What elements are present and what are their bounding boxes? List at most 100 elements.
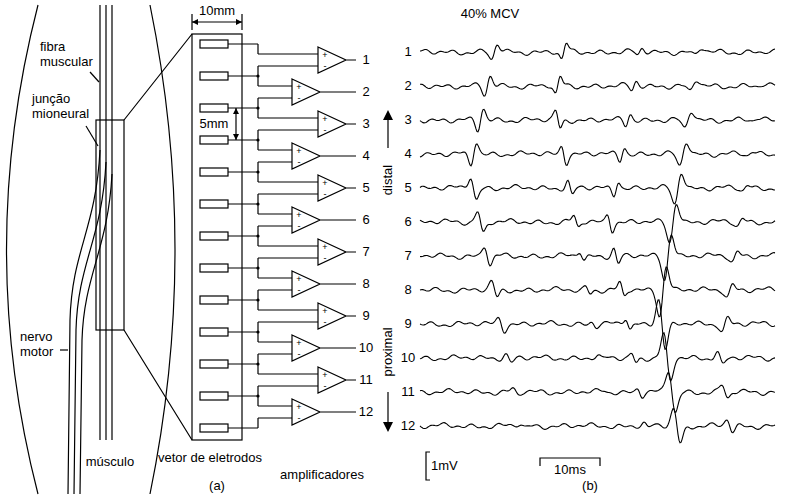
amplifier-symbol <box>292 79 356 105</box>
channel-number: 7 <box>404 249 411 264</box>
polarity-sign: + <box>322 178 327 188</box>
wire <box>228 162 318 182</box>
channel-number: 3 <box>404 113 411 128</box>
leader-line <box>60 349 68 350</box>
part-label: vetor de eletrodos <box>158 451 262 466</box>
emg-trace <box>420 300 775 349</box>
part-label: nervo motor <box>20 330 66 360</box>
emg-trace <box>420 205 775 243</box>
dimension-label: 10mm <box>199 4 235 19</box>
channel-number: 5 <box>404 181 411 196</box>
wire <box>228 98 318 118</box>
scale-bar <box>426 452 430 480</box>
polarity-sign: + <box>322 114 327 124</box>
output-number: 6 <box>362 213 369 228</box>
polarity-sign: + <box>296 146 301 156</box>
electrode <box>200 392 228 400</box>
polarity-sign: + <box>322 50 327 60</box>
emg-trace <box>420 76 775 96</box>
output-number: 4 <box>362 149 369 164</box>
junction-dot <box>256 170 259 173</box>
emg-trace <box>420 235 775 280</box>
channel-number: 9 <box>404 317 411 332</box>
part-label: amplificadores <box>280 468 364 483</box>
panel-label: (a) <box>209 479 225 494</box>
panel-label: (b) <box>582 479 598 494</box>
electrode <box>200 264 228 272</box>
wire <box>228 194 318 214</box>
output-number: 12 <box>359 405 373 420</box>
leader-line <box>86 126 98 146</box>
amplifier-symbol <box>292 271 356 297</box>
output-number: 7 <box>362 245 369 260</box>
electrode <box>200 360 228 368</box>
polarity-sign: + <box>296 338 301 348</box>
polarity-sign: + <box>296 274 301 284</box>
channel-number: 8 <box>404 283 411 298</box>
polarity-sign: - <box>324 381 327 391</box>
polarity-sign: - <box>298 221 301 231</box>
wire <box>228 130 318 150</box>
polarity-sign: - <box>298 413 301 423</box>
electrode <box>200 40 228 48</box>
polarity-sign: - <box>324 189 327 199</box>
channel-number: 6 <box>404 215 411 230</box>
direction-label: distal <box>381 165 396 195</box>
output-number: 2 <box>362 85 369 100</box>
junction-dot <box>256 330 259 333</box>
polarity-sign: + <box>322 370 327 380</box>
electrode <box>200 136 228 144</box>
junction-dot <box>256 362 259 365</box>
arrowhead <box>233 108 239 140</box>
electrode <box>200 232 228 240</box>
polarity-sign: - <box>324 61 327 71</box>
amplifier-symbol <box>318 239 356 265</box>
emg-trace <box>420 373 775 413</box>
junction-dot <box>256 298 259 301</box>
wire <box>228 66 318 86</box>
amplifier-symbol <box>292 335 356 361</box>
amplifier-symbol <box>292 143 356 169</box>
scale-label: 1mV <box>431 459 458 474</box>
wire <box>228 386 318 406</box>
polarity-sign: + <box>322 242 327 252</box>
channel-number: 4 <box>404 147 411 162</box>
part-label: fibra muscular <box>40 40 98 70</box>
emg-trace <box>420 174 775 203</box>
amplifier-symbol <box>318 367 356 393</box>
electrode <box>200 104 228 112</box>
amplifier-symbol <box>318 303 356 329</box>
polarity-sign: - <box>298 285 301 295</box>
polarity-sign: + <box>322 306 327 316</box>
output-number: 3 <box>362 117 369 132</box>
electrode <box>200 200 228 208</box>
output-number: 9 <box>362 309 369 324</box>
output-number: 1 <box>362 53 369 68</box>
junction-dot <box>256 394 259 397</box>
direction-arrow <box>387 112 388 430</box>
zoom-lines <box>124 34 192 440</box>
polarity-sign: - <box>298 93 301 103</box>
polarity-sign: + <box>296 402 301 412</box>
electrode <box>200 168 228 176</box>
polarity-sign: - <box>324 317 327 327</box>
electrode <box>200 72 228 80</box>
junction-dot <box>256 266 259 269</box>
electrode-array <box>192 34 242 440</box>
wire <box>228 44 318 54</box>
junction-dot <box>256 74 259 77</box>
direction-label: proximal <box>381 327 396 376</box>
junction-dot <box>256 202 259 205</box>
polarity-sign: + <box>296 210 301 220</box>
arrowhead <box>192 19 242 25</box>
wire <box>228 418 292 428</box>
emg-trace <box>420 409 775 443</box>
output-number: 5 <box>362 181 369 196</box>
electrode <box>200 424 228 432</box>
polarity-sign: - <box>324 125 327 135</box>
part-label: músculo <box>86 455 134 470</box>
chart-title: 40% MCV <box>461 7 520 22</box>
wire <box>228 290 318 310</box>
